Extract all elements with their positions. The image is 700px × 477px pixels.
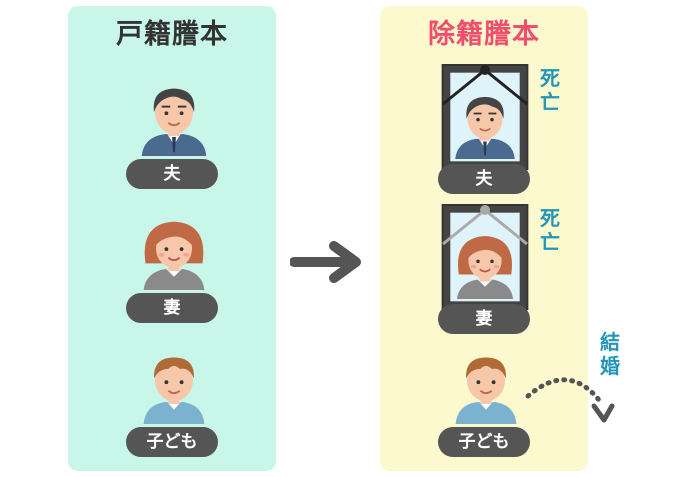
panel-title: 除籍謄本 (428, 19, 540, 50)
panel-title: 戸籍謄本 (116, 19, 228, 50)
member-label-husband: 夫 (438, 164, 530, 194)
member-label-wife: 妻 (126, 293, 218, 323)
child-avatar-icon (448, 348, 524, 424)
right-arrow-icon (290, 241, 361, 283)
member-label-wife: 妻 (438, 304, 530, 334)
memorial-frame-icon (441, 64, 529, 170)
wife-avatar-icon (136, 214, 212, 290)
status-deceased-husband: 死亡 (540, 66, 560, 114)
member-label-child: 子ども (438, 427, 530, 457)
member-label-husband: 夫 (126, 159, 218, 189)
memorial-frame-icon (441, 204, 529, 310)
member-label-child: 子ども (126, 427, 218, 457)
status-deceased-wife: 死亡 (540, 206, 560, 254)
dotted-curved-arrow-icon (525, 377, 615, 423)
family-register-panel: 戸籍謄本 夫 妻 子ども (68, 6, 276, 471)
status-married-child: 結婚 (600, 330, 620, 378)
removed-register-panel: 除籍謄本 夫 死亡 妻 死亡 子ども (380, 6, 588, 471)
husband-avatar-icon (136, 80, 212, 156)
child-avatar-icon (136, 348, 212, 424)
